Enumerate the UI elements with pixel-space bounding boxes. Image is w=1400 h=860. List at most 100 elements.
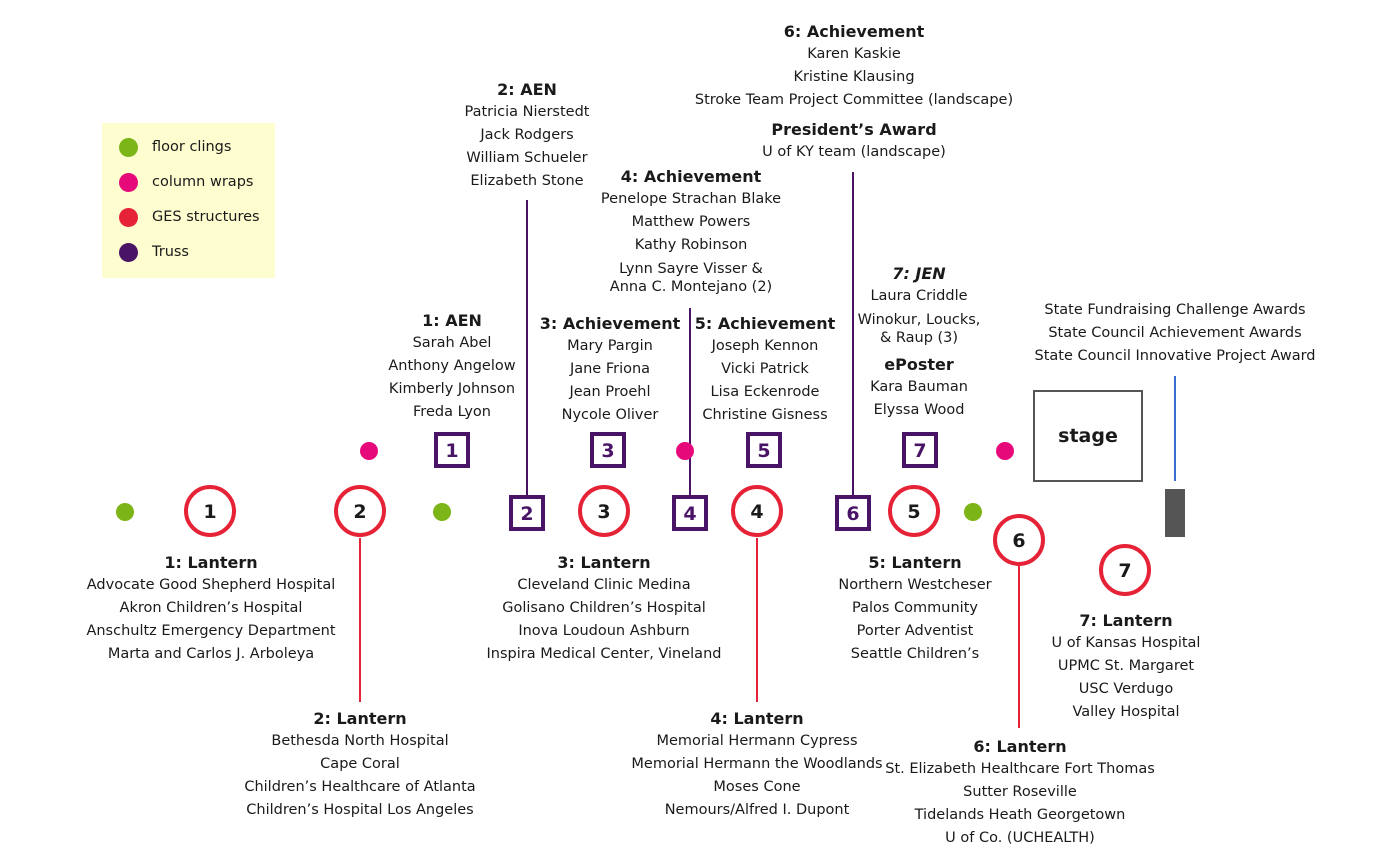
group-title: 2: Lantern [313,709,407,728]
column-wrap-swatch-icon [119,172,138,192]
group-name: Joseph Kennon [711,338,819,354]
group-name: Kristine Klausing [793,69,915,85]
truss-marker-4: 4 [672,495,708,531]
group-name: Inova Loudoun Ashburn [518,623,690,639]
group-name: Children’s Healthcare of Atlanta [244,779,476,795]
svg-text:5: 5 [907,501,920,523]
group-lantern-4: 4: Lantern Memorial Hermann Cypress Memo… [631,707,882,822]
svg-text:5: 5 [757,440,770,462]
legend-label: GES structures [152,209,260,225]
ges-structure-swatch-icon [119,207,138,227]
truss-marker-5: 5 [746,432,782,468]
group-achievement-3: 3: Achievement Mary Pargin Jane Friona J… [540,312,681,427]
group-name: USC Verdugo [1078,681,1174,697]
group-state-awards: State Fundraising Challenge Awards State… [1034,299,1315,368]
floor-cling-dot [433,503,451,521]
group-achievement-5: 5: Achievement Joseph Kennon Vicki Patri… [695,312,836,427]
group-name: Elyssa Wood [873,402,965,418]
group-name: Marta and Carlos J. Arboleya [107,646,315,662]
truss-marker-6: 6 [835,495,871,531]
group-name: Porter Adventist [856,623,974,639]
group-name: William Schueler [466,150,588,166]
group-name: Valley Hospital [1072,704,1180,720]
legend-item-truss: Truss [119,242,189,262]
group-name: Kathy Robinson [634,237,748,253]
group-jen-7: 7: JEN Laura Criddle Winokur, Loucks, & … [858,262,981,422]
group-name: Christine Gisness [702,407,828,423]
legend-label: Truss [152,244,189,260]
svg-text:2: 2 [520,503,533,525]
group-name: Mary Pargin [567,338,653,354]
svg-text:6: 6 [846,503,859,525]
truss-marker-3: 3 [590,432,626,468]
group-aen-1: 1: AEN Sarah Abel Anthony Angelow Kimber… [388,309,515,424]
group-lantern-6: 6: Lantern St. Elizabeth Healthcare Fort… [885,735,1155,850]
group-title: 3: Achievement [539,314,681,333]
lantern-marker-7: 7 [1099,544,1151,596]
podium-block [1165,489,1185,537]
group-name: Winokur, Loucks, [857,312,981,328]
group-name: UPMC St. Margaret [1057,658,1195,674]
group-title: 1: Lantern [164,553,258,572]
group-name: Akron Children’s Hospital [119,600,303,616]
truss-marker-1: 1 [434,432,470,468]
svg-text:1: 1 [203,501,216,523]
group-name: & Raup (3) [879,330,959,346]
column-wrap-dot [676,442,694,460]
group-title: 5: Achievement [694,314,836,333]
svg-text:3: 3 [601,440,614,462]
legend-label: floor clings [152,139,232,155]
group-name: State Council Innovative Project Award [1034,348,1316,364]
group-lantern-7: 7: Lantern U of Kansas Hospital UPMC St.… [1052,609,1201,724]
lantern-marker-1: 1 [184,485,236,537]
group-name: Stroke Team Project Committee (landscape… [694,92,1014,108]
group-name: Matthew Powers [631,214,751,230]
floor-cling-dot [964,503,982,521]
group-name: Seattle Children’s [850,646,980,662]
group-name: Vicki Patrick [721,361,809,377]
lantern-marker-2: 2 [334,485,386,537]
lantern-marker-6: 6 [993,514,1045,566]
legend-item-ges-structures: GES structures [119,207,260,227]
group-title: 4: Lantern [710,709,804,728]
group-lantern-2: 2: Lantern Bethesda North Hospital Cape … [244,707,475,822]
lantern-marker-4: 4 [731,485,783,537]
group-name: Jean Proehl [569,384,651,400]
group-name: Nemours/Alfred I. Dupont [664,802,850,818]
floor-cling-dot [116,503,134,521]
group-name: Nycole Oliver [561,407,659,423]
group-name: Golisano Children’s Hospital [502,600,706,616]
lantern-marker-3: 3 [578,485,630,537]
column-wrap-dot [360,442,378,460]
group-name: Cleveland Clinic Medina [517,577,691,593]
group-name: Elizabeth Stone [470,173,584,189]
group-name: Bethesda North Hospital [271,733,449,749]
group-name: U of Co. (UCHEALTH) [945,830,1095,846]
floor-cling-swatch-icon [119,137,138,157]
group-name: Jane Friona [569,361,651,377]
group-name: U of KY team (landscape) [762,144,946,160]
truss-marker-2: 2 [509,495,545,531]
group-name: Patricia Nierstedt [464,104,590,120]
legend: floor clings column wraps GES structures… [102,123,275,278]
group-title: 3: Lantern [557,553,651,572]
group-name: Sutter Roseville [963,784,1077,800]
group-subtitle: ePoster [884,355,954,374]
group-title: 1: AEN [422,311,482,330]
svg-text:1: 1 [445,440,458,462]
group-name: Laura Criddle [870,288,968,304]
group-name: Moses Cone [713,779,801,795]
legend-label: column wraps [152,174,254,190]
group-name: Lynn Sayre Visser & [619,261,763,277]
group-title: 7: Lantern [1079,611,1173,630]
truss-swatch-icon [119,242,138,262]
group-title: 2: AEN [497,80,557,99]
group-name: Sarah Abel [412,335,492,351]
group-name: Lisa Eckenrode [710,384,820,400]
group-name: Anthony Angelow [388,358,516,374]
group-name: Penelope Strachan Blake [600,191,782,207]
group-title: 6: Achievement [783,22,925,41]
svg-text:6: 6 [1012,530,1025,552]
group-name: Kimberly Johnson [388,381,516,397]
group-name: Advocate Good Shepherd Hospital [86,577,336,593]
